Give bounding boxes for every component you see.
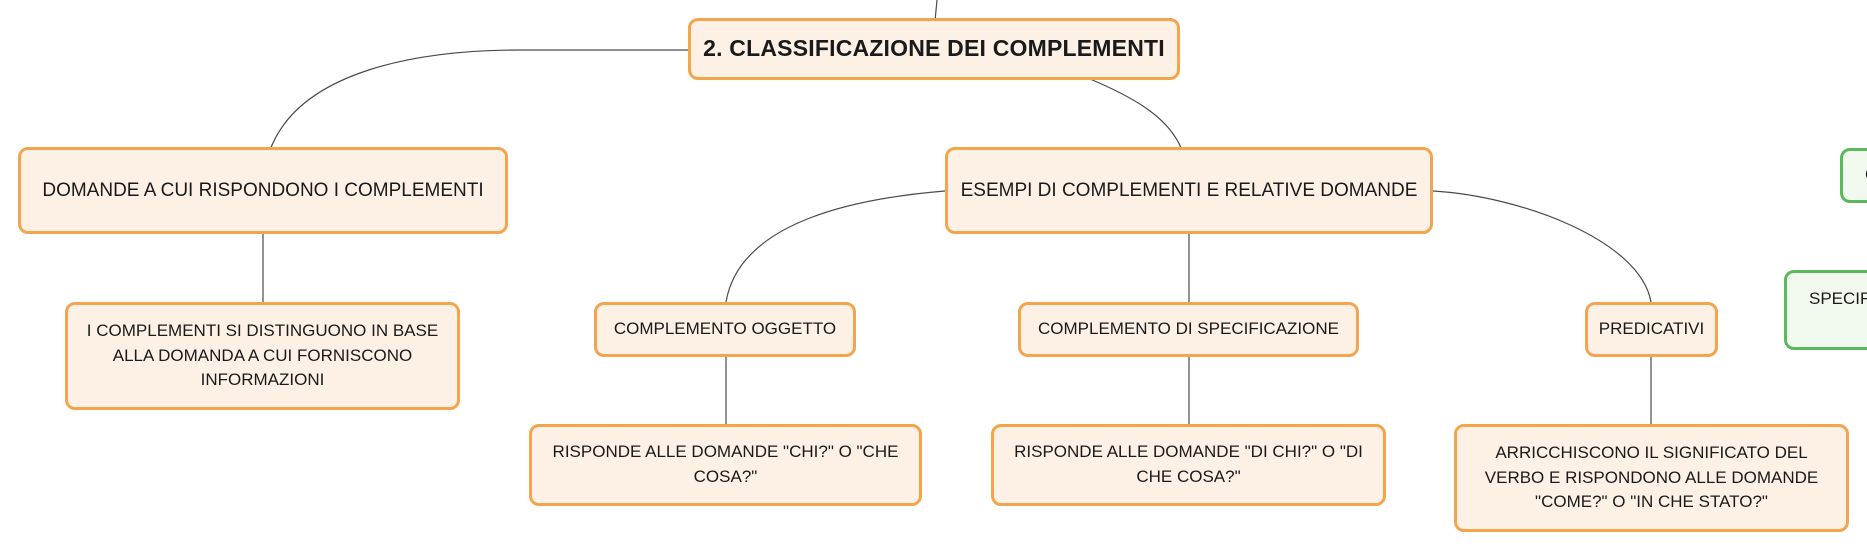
node-predicativi[interactable]: PREDICATIVI <box>1585 302 1718 357</box>
node-specificazione-detail[interactable]: RISPONDE ALLE DOMANDE "DI CHI?" O "DI CH… <box>991 424 1386 506</box>
node-domande[interactable]: DOMANDE A CUI RISPONDONO I COMPLEMENTI <box>18 147 508 234</box>
node-green-bottom-partial[interactable]: SPECIF <box>1784 270 1867 350</box>
node-green-top-partial[interactable]: C <box>1840 148 1867 203</box>
node-complemento-specificazione[interactable]: COMPLEMENTO DI SPECIFICAZIONE <box>1018 302 1359 357</box>
node-oggetto-detail[interactable]: RISPONDE ALLE DOMANDE "CHI?" O "CHE COSA… <box>529 424 922 506</box>
connector-root-domande <box>269 49 691 151</box>
connector-root-esempi <box>1089 78 1183 151</box>
connector-esempi-predicativi <box>1432 190 1652 303</box>
node-domande-detail[interactable]: I COMPLEMENTI SI DISTINGUONO IN BASE ALL… <box>65 302 460 410</box>
connector-esempi-oggetto <box>725 190 946 303</box>
node-esempi[interactable]: ESEMPI DI COMPLEMENTI E RELATIVE DOMANDE <box>945 147 1433 234</box>
root-node[interactable]: 2. CLASSIFICAZIONE DEI COMPLEMENTI <box>688 18 1180 80</box>
node-predicativi-detail[interactable]: ARRICCHISCONO IL SIGNIFICATO DEL VERBO E… <box>1454 424 1849 532</box>
node-complemento-oggetto[interactable]: COMPLEMENTO OGGETTO <box>594 302 856 357</box>
